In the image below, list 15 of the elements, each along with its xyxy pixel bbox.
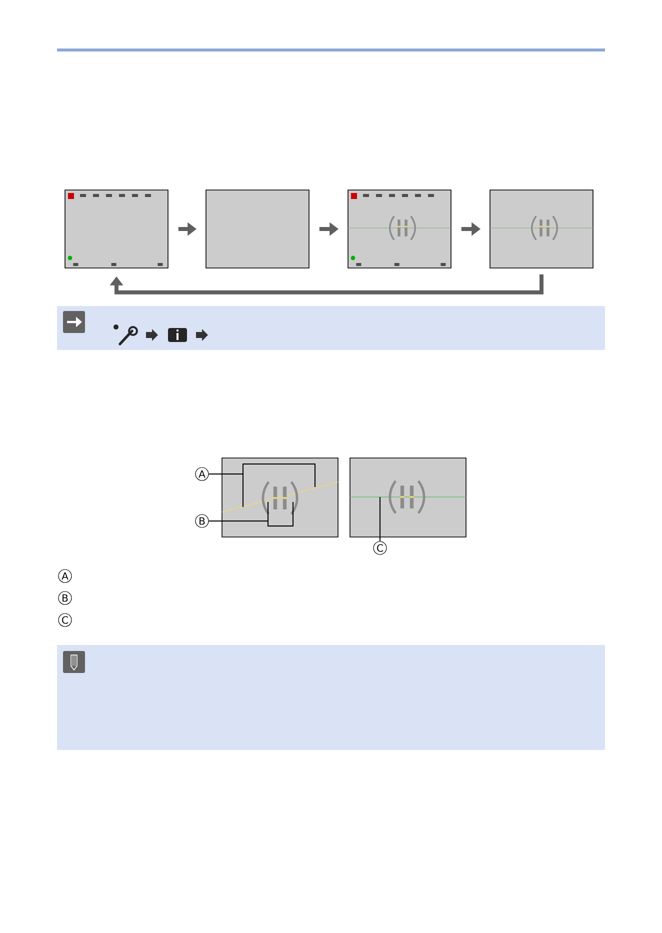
callout-letter: C [373, 541, 387, 555]
camera-screen [64, 190, 168, 268]
callout-letter: A [195, 467, 209, 481]
leader-line [208, 502, 294, 526]
callout-letter: C [58, 613, 72, 627]
return-arrow [110, 274, 544, 294]
leader-line [208, 464, 316, 488]
camera-screen [222, 458, 338, 538]
camera-screen [348, 190, 452, 268]
camera-screen [206, 190, 310, 268]
callout-letter: A [58, 569, 72, 583]
callout-letter: B [58, 591, 72, 605]
camera-screen [350, 458, 466, 538]
camera-screen [490, 190, 594, 268]
callout-letter: B [195, 514, 209, 528]
